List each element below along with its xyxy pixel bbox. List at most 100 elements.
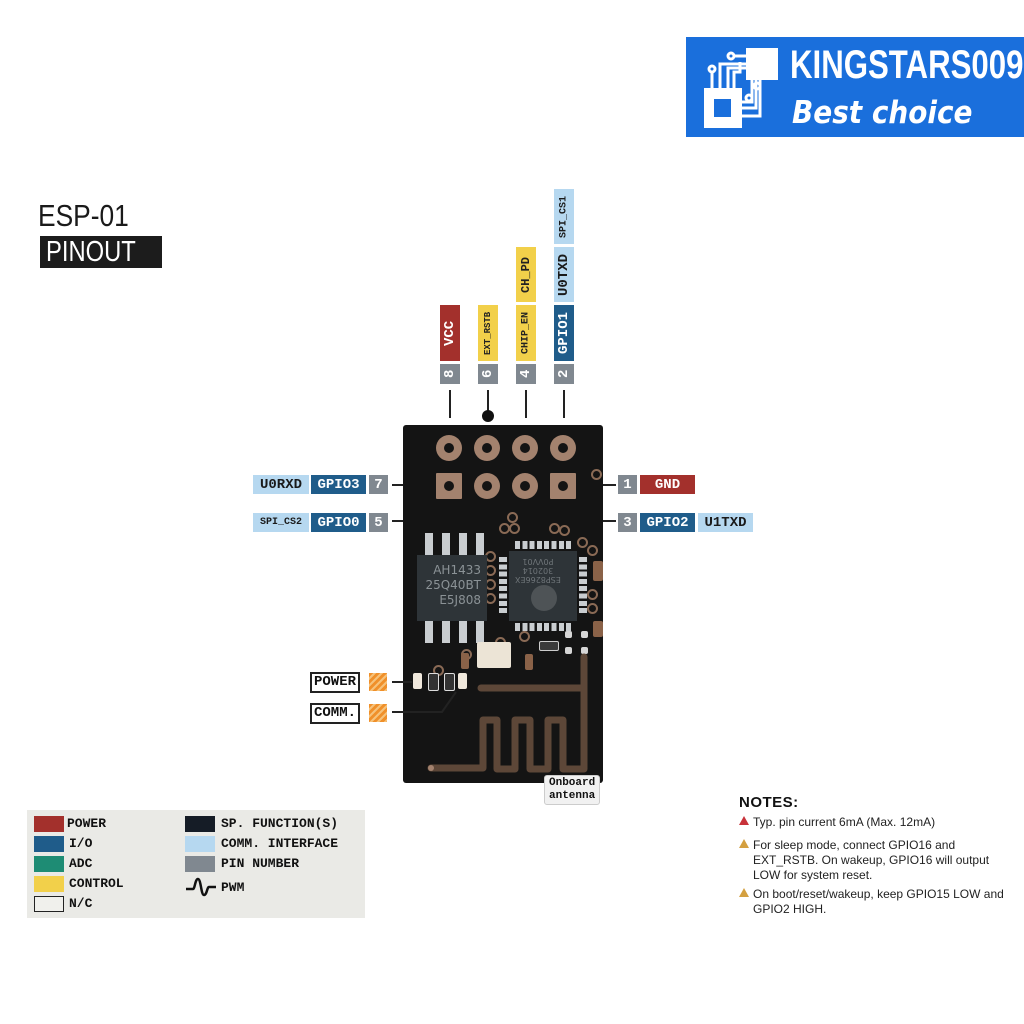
soc-pins-top xyxy=(515,541,573,549)
pad-pin-4 xyxy=(512,435,538,461)
pin-label-u0rxd: U0RXD xyxy=(253,475,309,494)
legend-label-io: I/O xyxy=(69,836,93,851)
pin-number-5: 5 xyxy=(369,513,388,532)
via xyxy=(519,631,530,642)
pad-pin-3 xyxy=(512,473,538,499)
nc-dot xyxy=(482,410,494,422)
legend-swatch-power xyxy=(34,816,64,832)
pin-number-2: 2 xyxy=(554,364,574,384)
notes-heading: NOTES: xyxy=(739,794,799,811)
page-subtitle: PINOUT xyxy=(40,236,162,268)
pin-number-7: 7 xyxy=(369,475,388,494)
note-text: Typ. pin current 6mA (Max. 12mA) xyxy=(753,815,936,829)
pin-label-spi-cs2: SPI_CS2 xyxy=(253,513,309,532)
pin-2-leader xyxy=(563,390,565,418)
pin-6-leader xyxy=(487,390,489,414)
pin-number-1: 1 xyxy=(618,475,637,494)
chip-leg xyxy=(442,533,450,555)
via xyxy=(559,525,570,536)
led-label-power: POWER xyxy=(310,672,361,693)
legend-label-control: CONTROL xyxy=(69,876,124,891)
legend-label-pin-number: PIN NUMBER xyxy=(221,856,300,871)
led-icon-power xyxy=(369,673,387,691)
pcb-antenna xyxy=(427,653,588,773)
pin-number-3: 3 xyxy=(618,513,637,532)
antenna-label-line-2: antenna xyxy=(549,790,596,802)
chip-leg xyxy=(442,621,450,643)
flash-chip-line-2: 25Q40BT xyxy=(425,578,481,592)
warning-icon xyxy=(739,839,749,848)
via xyxy=(507,512,518,523)
soc-pins-right xyxy=(579,557,587,615)
via xyxy=(591,469,602,480)
pin-label-gnd: GND xyxy=(640,475,695,494)
esp01-board: AH1433 25Q40BT E5J808 ESP8266EX 302014 P… xyxy=(403,425,603,783)
pin-number-4: 4 xyxy=(516,364,536,384)
pin-label-gpio0: GPIO0 xyxy=(311,513,366,532)
pad-pin-2 xyxy=(550,435,576,461)
soc-pins-bottom xyxy=(515,623,573,631)
pad-pin-5 xyxy=(474,473,500,499)
via xyxy=(587,603,598,614)
pin-label-chip-en: CHIP_EN xyxy=(516,305,536,361)
subtitle-text: PINOUT xyxy=(46,236,136,268)
pin-number-6: 6 xyxy=(478,364,498,384)
pin-label-gpio1: GPIO1 xyxy=(554,305,574,361)
pin-label-gpio2: GPIO2 xyxy=(640,513,695,532)
espressif-logo-icon xyxy=(531,585,557,611)
antenna-label-line-1: Onboard xyxy=(549,777,596,789)
pin-8-leader xyxy=(449,390,451,418)
pad-pin-1 xyxy=(550,473,576,499)
chip-leg xyxy=(425,621,433,643)
pwm-wave-icon xyxy=(186,877,216,897)
via xyxy=(587,589,598,600)
led-label-comm: COMM. xyxy=(310,703,361,724)
pin-4-leader xyxy=(525,390,527,418)
note-item: For sleep mode, connect GPIO16 and EXT_R… xyxy=(739,838,1009,883)
chip-leg xyxy=(476,533,484,555)
resistor xyxy=(525,654,533,670)
pad-pin-6 xyxy=(474,435,500,461)
legend-swatch-sp-function xyxy=(185,816,215,832)
note-item: Typ. pin current 6mA (Max. 12mA) xyxy=(739,815,1009,830)
pin-label-gpio3: GPIO3 xyxy=(311,475,366,494)
chip-leg xyxy=(476,621,484,643)
pin-number-8: 8 xyxy=(440,364,460,384)
flash-chip-line-1: AH1433 xyxy=(433,563,481,577)
crystal xyxy=(477,642,511,668)
legend-swatch-comm xyxy=(185,836,215,852)
antenna-label: Onboard antenna xyxy=(544,775,601,805)
resistor xyxy=(461,653,469,669)
pin-label-vcc: VCC xyxy=(440,305,460,361)
via xyxy=(577,537,588,548)
note-text: For sleep mode, connect GPIO16 and EXT_R… xyxy=(753,838,990,882)
pin-label-ext-rstb: EXT_RSTB xyxy=(478,305,498,361)
legend-label-sp-function: SP. FUNCTION(S) xyxy=(221,816,339,831)
power-led-leader xyxy=(392,681,412,683)
resistor xyxy=(428,673,439,691)
via xyxy=(587,545,598,556)
legend-label-comm: COMM. INTERFACE xyxy=(221,836,339,851)
legend-label-nc: N/C xyxy=(69,896,93,911)
smd-pad xyxy=(581,647,588,654)
comm-led-leader xyxy=(392,691,457,713)
legend-swatch-nc xyxy=(34,896,64,912)
pin-label-u1txd: U1TXD xyxy=(698,513,753,532)
smd-pad xyxy=(565,647,572,654)
legend-swatch-pin-number xyxy=(185,856,215,872)
brand-name: KINGSTARS009 xyxy=(790,43,1024,87)
resistor xyxy=(444,673,455,691)
brand-tagline: Best choice xyxy=(792,95,973,131)
chip-leg xyxy=(459,533,467,555)
legend-label-pwm: PWM xyxy=(221,880,245,895)
esp8266-chip: ESP8266EX 302014 P0VV01 xyxy=(509,551,577,621)
pad-pin-7 xyxy=(436,473,462,499)
comm-led xyxy=(458,673,467,689)
warning-icon xyxy=(739,888,749,897)
diode xyxy=(539,641,559,651)
circuit-chip-icon xyxy=(704,48,778,128)
page-title: ESP-01 xyxy=(38,198,129,233)
chip-leg xyxy=(459,621,467,643)
legend-swatch-control xyxy=(34,876,64,892)
pin-label-u0txd: U0TXD xyxy=(554,247,574,302)
